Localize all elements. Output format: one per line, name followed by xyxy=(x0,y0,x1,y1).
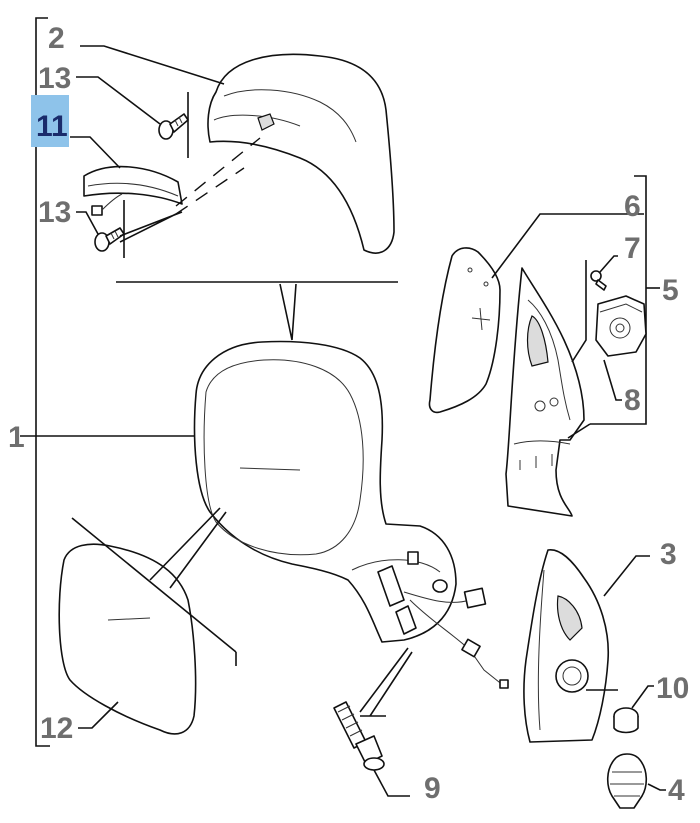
leader-6 xyxy=(491,213,644,279)
callout-13-upper[interactable]: 13 xyxy=(38,62,71,95)
leader-12 xyxy=(78,701,119,729)
part-rubber-boot[interactable] xyxy=(606,753,648,809)
part-screw-lower[interactable] xyxy=(94,227,125,252)
part-mirror-glass[interactable] xyxy=(58,543,197,735)
leader-13-lower xyxy=(76,211,99,235)
part-mirror-glass-plate[interactable] xyxy=(428,247,501,414)
assembly-guide-2 xyxy=(175,167,245,215)
leader-2 xyxy=(80,45,225,85)
leader-8 xyxy=(603,359,622,401)
glass-v xyxy=(149,507,227,589)
callout-1[interactable]: 1 xyxy=(8,421,25,454)
part-actuator-motor[interactable] xyxy=(595,295,647,357)
part-small-screw[interactable] xyxy=(590,270,607,291)
subgroup-v xyxy=(279,283,297,341)
leader-11 xyxy=(70,136,121,169)
callout-11[interactable]: 11 xyxy=(36,110,68,143)
part-grommet[interactable] xyxy=(613,707,639,734)
assembly-guide-1 xyxy=(175,137,261,207)
callout-2[interactable]: 2 xyxy=(48,22,65,55)
leader-8-bracket xyxy=(571,260,587,363)
leader-screw-link xyxy=(119,211,183,243)
leader-4 xyxy=(647,783,666,791)
part-turn-signal-repeater[interactable] xyxy=(83,165,183,216)
selected-callout-highlight xyxy=(31,95,69,147)
callout-5[interactable]: 5 xyxy=(662,274,679,307)
callout-12[interactable]: 12 xyxy=(40,712,73,745)
leader-13-upper xyxy=(76,76,161,125)
assembly-bracket xyxy=(35,17,50,747)
part-mirror-base[interactable] xyxy=(523,549,610,743)
part-mirror-cover[interactable] xyxy=(207,53,395,254)
part-mirror-adjuster[interactable] xyxy=(505,267,585,517)
leader-10 xyxy=(631,685,654,709)
leader-9-bracket xyxy=(359,647,413,717)
callout-10[interactable]: 10 xyxy=(656,672,689,705)
leader-7 xyxy=(599,255,618,273)
callout-9[interactable]: 9 xyxy=(424,772,441,805)
callout-3[interactable]: 3 xyxy=(660,538,677,571)
part-mirror-housing[interactable] xyxy=(193,340,509,689)
callout-13-lower[interactable]: 13 xyxy=(38,196,71,229)
callout-8[interactable]: 8 xyxy=(624,384,641,417)
part-mounting-bolt[interactable] xyxy=(333,701,385,771)
callout-4[interactable]: 4 xyxy=(668,774,685,807)
part-screw-upper[interactable] xyxy=(158,113,189,140)
leader-5-bracket xyxy=(590,175,647,425)
leader-9 xyxy=(373,769,410,797)
leader-5-to-part xyxy=(567,423,591,439)
leader-3 xyxy=(603,555,650,597)
glass-guide-1 xyxy=(71,517,237,653)
callout-6[interactable]: 6 xyxy=(624,190,641,223)
callout-7[interactable]: 7 xyxy=(624,232,641,265)
